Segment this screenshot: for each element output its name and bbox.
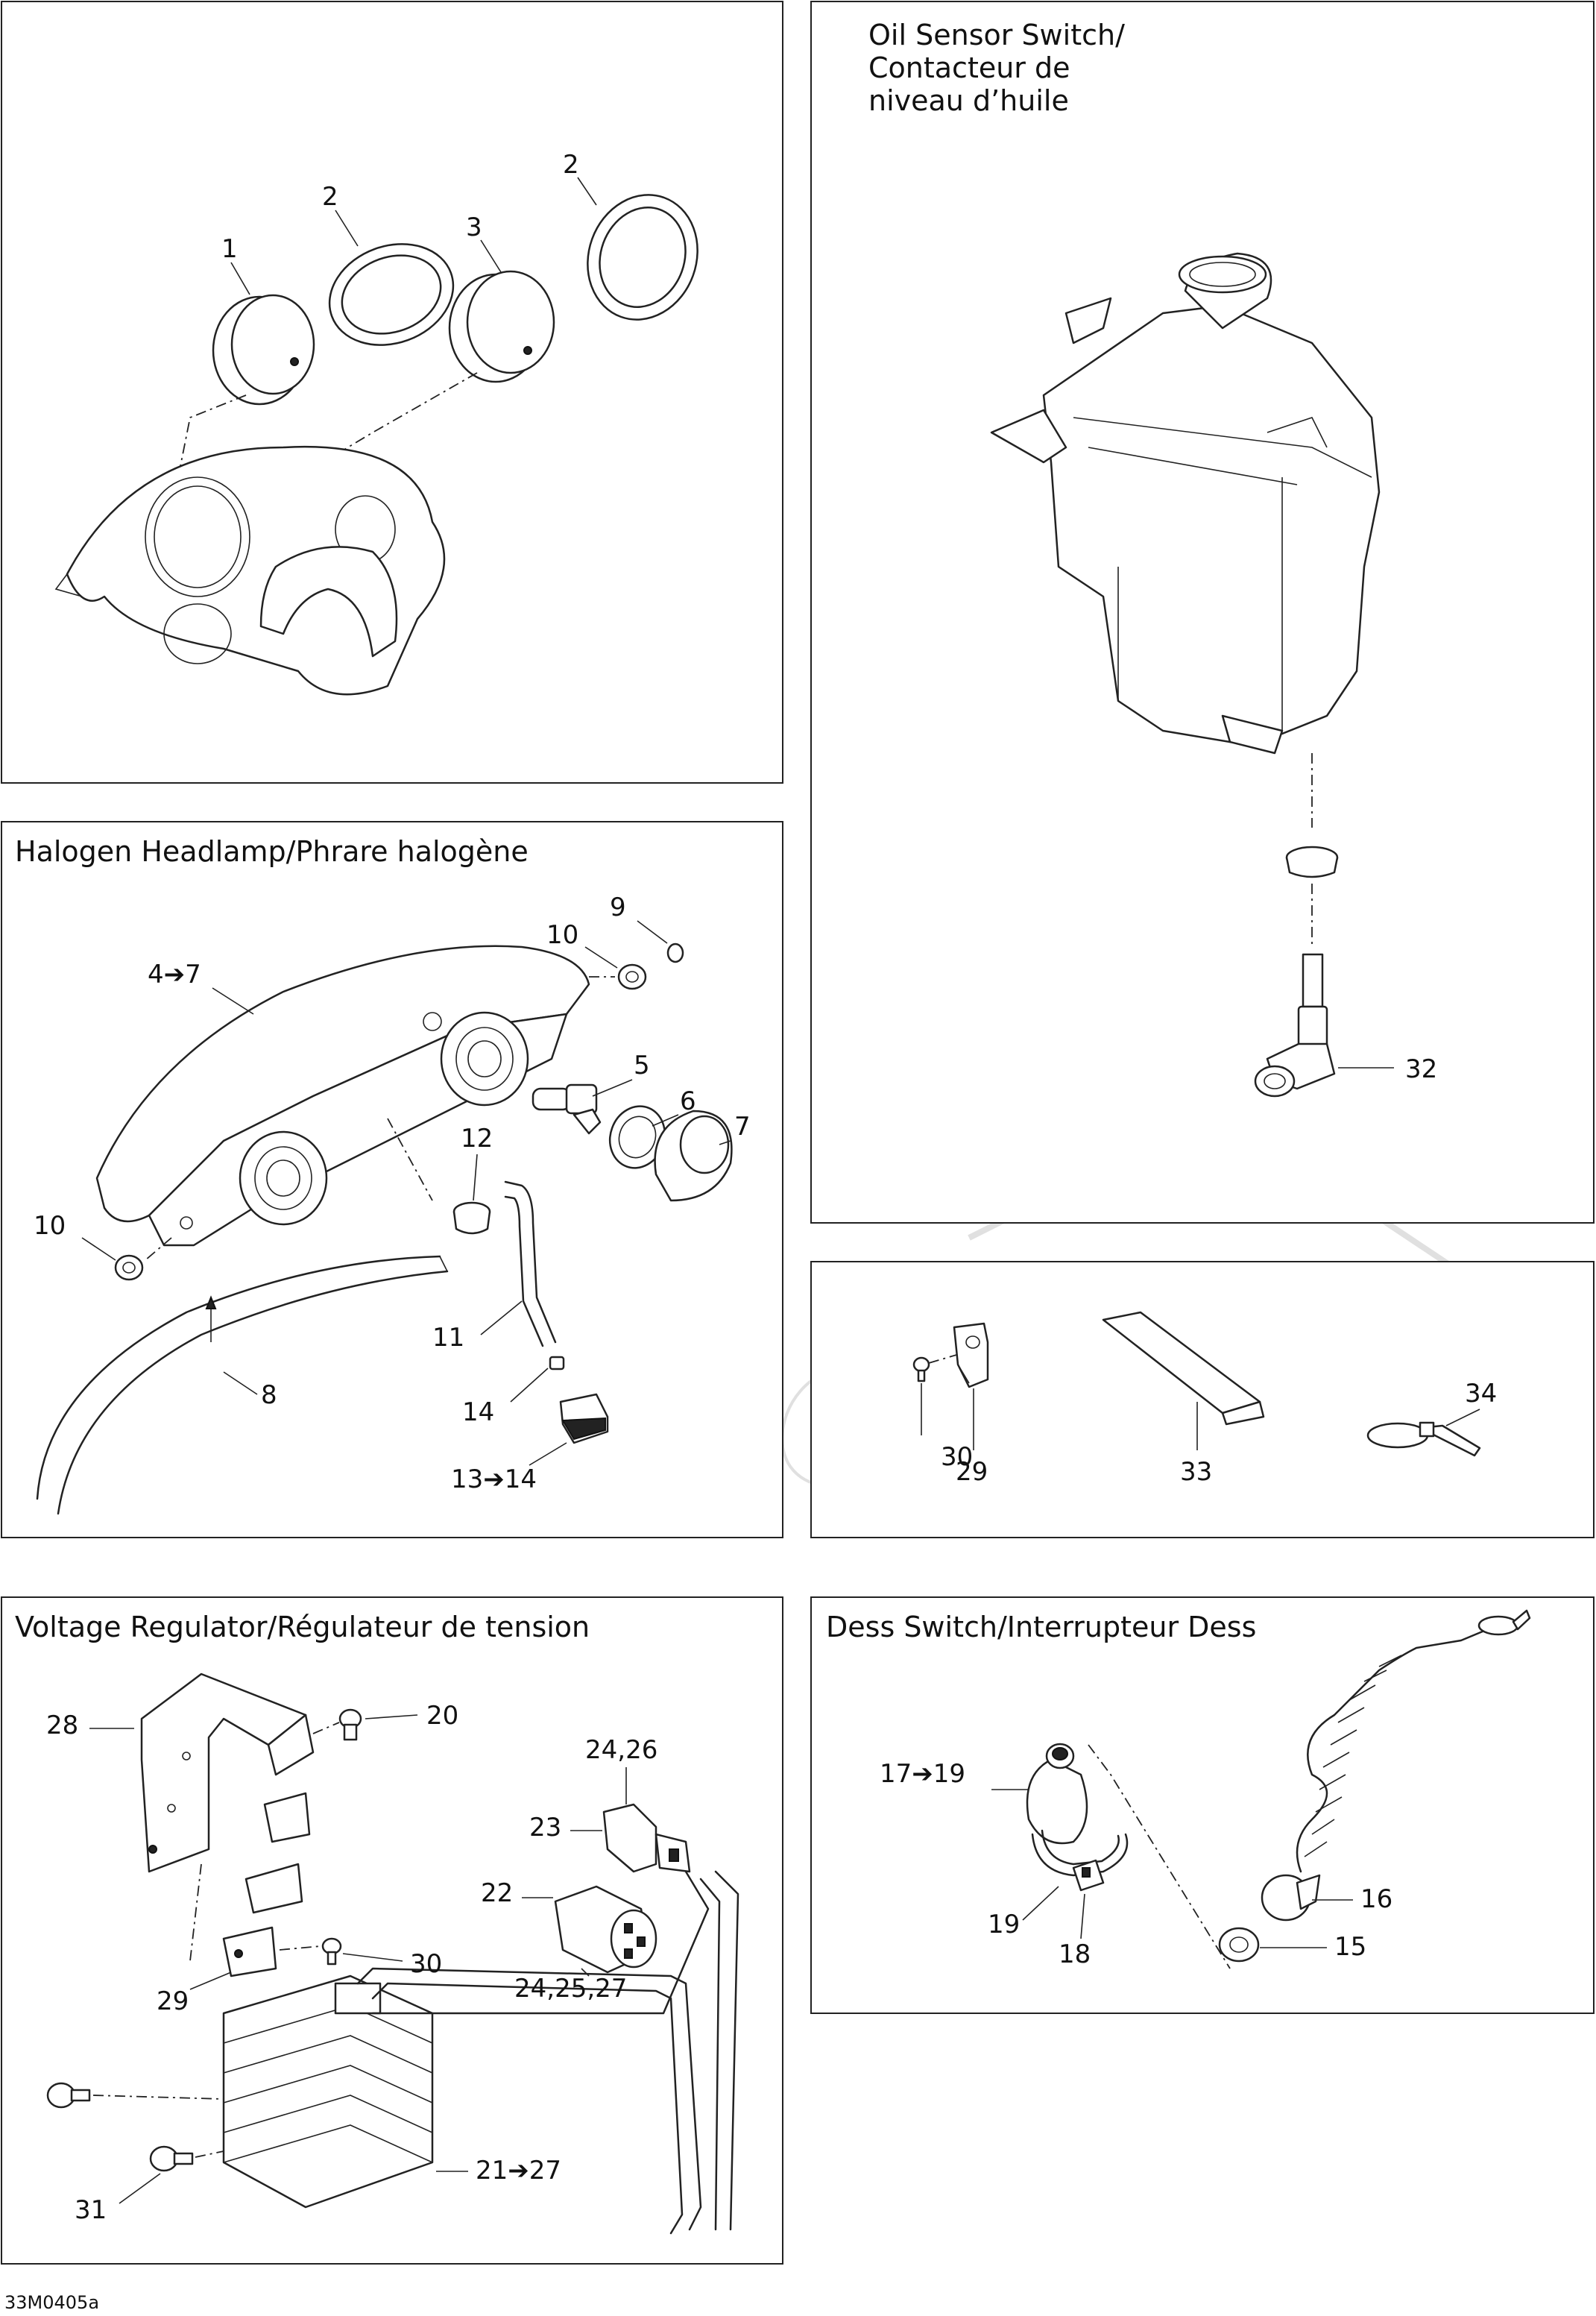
callout-30-b: 30 [410,1949,442,1979]
clip-part-29-a [953,1322,989,1388]
panel-headlamp: Halogen Headlamp/Phrare halogène [1,821,783,1538]
callout-21-to-27: 21➔27 [476,2156,561,2186]
connector-part-22 [554,1885,657,1974]
panel-accessories-frame [810,1261,1595,1538]
callout-14: 14 [462,1397,494,1427]
callout-6: 6 [680,1086,696,1116]
panel-dess-switch: Dess Switch/Interrupteur Dess [810,1596,1595,2014]
mounting-bracket-part-28 [140,1673,315,1873]
connector-housing-part-13 [559,1393,609,1444]
callout-2: 2 [322,182,338,212]
callout-4-to-7: 4➔7 [148,960,201,989]
callout-20: 20 [426,1701,458,1731]
voltage-regulator-body-part-21 [222,1974,434,2209]
callout-18: 18 [1059,1939,1091,1969]
oil-sensor-title-line-2: Contacteur de [868,51,1070,84]
oil-sensor-grommet [1285,846,1339,878]
callout-12: 12 [461,1124,493,1154]
dess-switch-title: Dess Switch/Interrupteur Dess [826,1611,1256,1643]
panel-oil-sensor: Oil Sensor Switch/ Contacteur de niveau … [810,1,1595,1224]
callout-15: 15 [1334,1932,1366,1962]
dess-ring-part-15 [1218,1927,1260,1963]
dess-switch-body-part-17 [1026,1743,1088,1845]
dess-switch-callouts: 17➔19 16 15 19 18 [880,1759,1392,1969]
panel-dess-switch-frame [810,1596,1595,2014]
headlamp-title: Halogen Headlamp/Phrare halogène [15,835,529,868]
clip-part-29-b [222,1792,311,1977]
screw-part-20 [338,1708,362,1741]
callout-3: 3 [466,213,482,242]
callout-5: 5 [634,1051,650,1080]
dess-harness-part-19 [1031,1829,1129,1877]
panel-gauges: 1 2 3 2 [1,1,783,784]
trim-strip-part-8 [36,1255,449,1515]
voltage-regulator-callouts: 28 20 24,26 23 22 24,25,27 30 29 21➔27 3… [46,1701,657,2225]
nut-part-9 [666,943,684,963]
callout-24-26: 24,26 [585,1735,657,1765]
callout-22: 22 [481,1878,513,1908]
gauge-part-3 [448,270,555,383]
bolt-part-31-a [46,2082,91,2109]
foam-strip-part-33 [1102,1311,1265,1426]
callout-19: 19 [988,1910,1020,1939]
cable-tie-part-34 [1366,1421,1481,1457]
drawing-code: 33M0405a [4,2292,99,2313]
callout-11: 11 [432,1323,464,1353]
callout-30-a: 30 [941,1442,973,1472]
screw-part-30-b [321,1937,342,1966]
callout-10-top: 10 [546,920,578,950]
callout-29-b: 29 [157,1986,189,2016]
oil-sensor-title-line-1: Oil Sensor Switch/ [868,19,1125,51]
washer-part-10-top [617,963,647,990]
callout-2-right: 2 [563,150,579,180]
bezel-ring-part-2a [328,243,455,346]
bezel-ring-part-2b [587,194,698,321]
grommet-part-12 [452,1201,491,1235]
screw-part-30-a [912,1356,930,1382]
callout-8: 8 [261,1380,277,1410]
voltage-regulator-title: Voltage Regulator/Régulateur de tension [15,1611,590,1643]
dust-cap-part-7 [654,1110,733,1202]
callout-34: 34 [1465,1379,1497,1409]
headlamp-housing [95,945,590,1247]
oil-sensor-title-line-3: niveau d’huile [868,84,1069,117]
dess-lanyard-coil [1296,1609,1531,1873]
callout-23: 23 [529,1813,561,1843]
oil-tank [990,252,1381,755]
bulb-retainer-part-6 [608,1105,666,1169]
callout-17-to-19: 17➔19 [880,1759,965,1789]
gauge-part-1 [212,294,315,406]
callout-28: 28 [46,1711,78,1740]
callout-33: 33 [1180,1457,1212,1487]
callout-9: 9 [610,893,626,922]
bulb-part-5 [532,1083,602,1135]
callout-24-25-27: 24,25,27 [514,1974,627,2004]
connector-part-23 [602,1803,691,1873]
dess-connector-part-18 [1072,1859,1105,1892]
washer-part-10-left [114,1254,144,1281]
oil-sensor-switch [1254,953,1336,1098]
callout-16: 16 [1360,1884,1392,1914]
callout-13-to-14: 13➔14 [451,1464,537,1494]
gauge-callouts: 1 2 3 2 [221,150,597,295]
regulator-wiring-harness [356,1870,739,2235]
panel-voltage-regulator: Voltage Regulator/Régulateur de tension [1,1596,783,2265]
callout-1: 1 [221,234,238,264]
headlamp-callouts: 4➔7 9 10 5 6 7 12 10 11 8 14 13➔14 [34,893,751,1494]
dess-key-part-16 [1261,1874,1321,1922]
connector-pin-part-14 [549,1356,565,1371]
bolt-part-31-b [149,2145,194,2172]
callout-7: 7 [734,1112,751,1142]
callout-29-a: 29 [956,1457,988,1487]
accessories-callouts: 30 29 33 34 [921,1379,1497,1487]
vent-hose-part-11 [504,1180,557,1347]
callout-32: 32 [1405,1054,1437,1084]
callout-10-left: 10 [34,1211,66,1241]
gauge-housing [54,445,446,696]
callout-31: 31 [75,2195,107,2225]
panel-accessories: 30 29 33 34 [810,1261,1595,1538]
